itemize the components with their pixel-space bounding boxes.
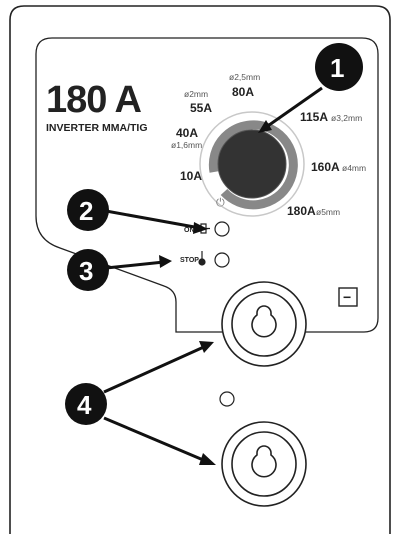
housing-outline [9,5,391,534]
dial-dia-115a: ø3,2mm [331,113,362,123]
callout-2-arrowhead [193,222,208,234]
callout-2-arrow [105,209,201,230]
dial-dia-80a: ø2,5mm [229,72,260,82]
positive-output-socket [221,421,307,507]
callout-4-arrow-lower [103,416,209,464]
power-on-indicator-led [214,221,230,237]
overheat-stop-indicator-led [214,252,230,268]
dial-label-160a: 160A [311,160,340,174]
stop-label: STOP [180,257,199,264]
negative-terminal-symbol-box [338,287,358,307]
callout-2-badge [67,189,109,231]
control-panel-plate [35,37,379,333]
on-label: ON [184,227,195,234]
callout-3-badge [67,249,109,291]
callout-3-arrowhead [159,255,172,268]
dial-dia-180a: ø5mm [316,207,340,217]
dial-label-40a: 40A [176,126,198,140]
dial-dia-160a: ø4mm [342,163,366,173]
power-icon: ⏻ [216,197,225,209]
callout-3-arrow [105,260,165,270]
model-subtitle: INVERTER MMA/TIG [46,122,148,134]
dial-label-80a: 80A [232,85,254,99]
callout-3-number: 3 [79,256,93,286]
callout-4-badge [65,383,107,425]
callout-1-number: 1 [330,53,344,83]
callout-1-badge [315,43,363,91]
callout-4-arrow-upper [103,344,207,394]
thermometer-icon [198,251,206,266]
dial-dia-55a: ø2mm [184,89,208,99]
callout-4-arrowhead-upper [199,341,214,353]
dial-label-10a: 10A [180,169,202,183]
callout-1-arrow [261,86,323,132]
callout-1-arrowhead [258,120,272,133]
callout-4-arrowhead-lower [199,453,216,465]
dial-label-115a: 115A [300,110,328,124]
negative-output-socket [221,281,307,367]
mounting-hole [219,391,235,407]
dial-label-55a: 55A [190,101,212,115]
rating-title: 180 A [46,79,142,121]
callout-2-number: 2 [79,196,93,226]
minus-icon: − [343,289,351,305]
dial-arc [208,120,298,210]
dial-dia-40a: ø1,6mm [171,140,202,150]
current-adjust-knob[interactable] [217,129,287,199]
callout-4-number: 4 [77,390,92,420]
dial-label-180a: 180A [287,204,316,218]
